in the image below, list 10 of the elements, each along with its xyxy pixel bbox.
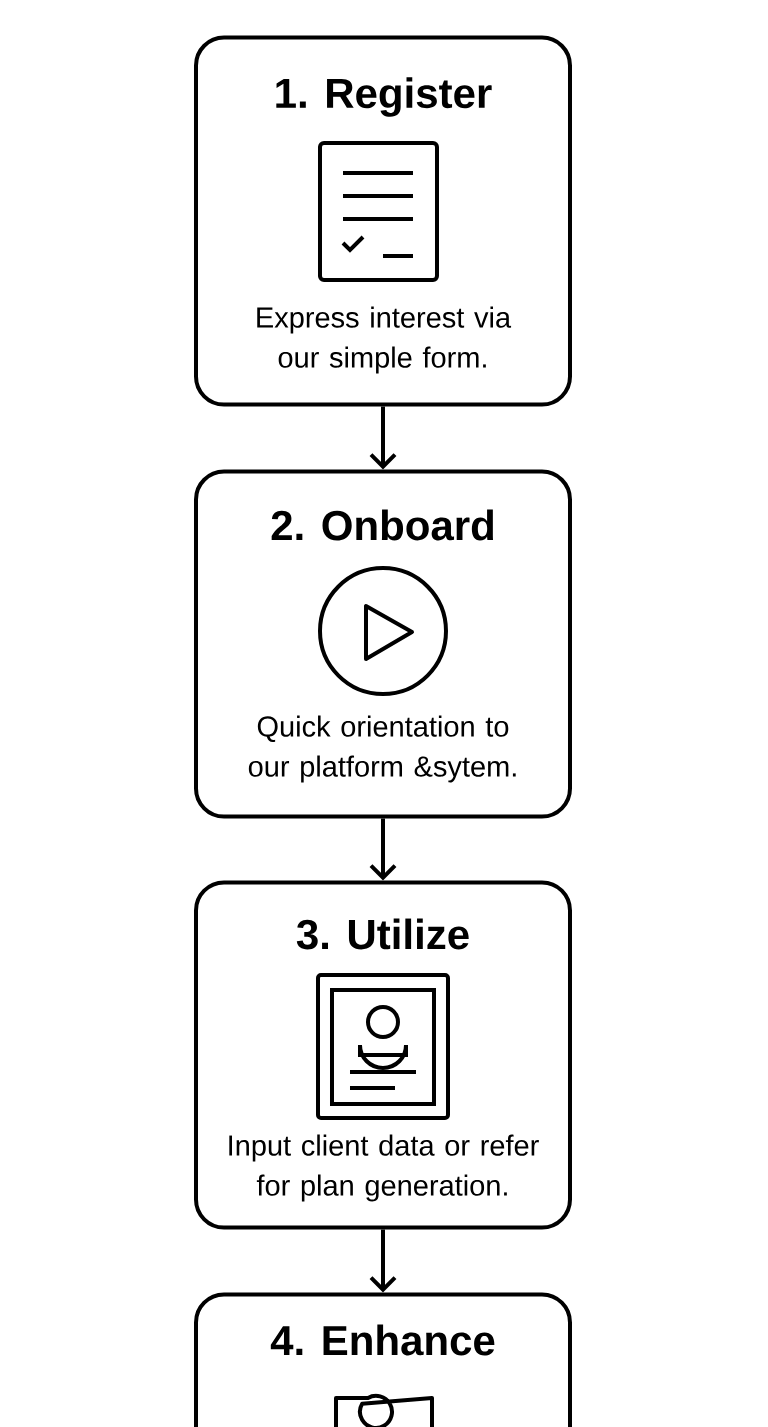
step-title: 3. Utilize	[296, 918, 469, 950]
step-description: Input client data or refer for plan generation.	[229, 1134, 539, 1202]
step-title: 1. Register	[276, 77, 492, 117]
step-description: Express interest via our simple form.	[257, 306, 512, 374]
step-title: 4. Enhance	[270, 1324, 495, 1356]
step-description: Quick orientation to our platform &sytem.	[248, 715, 516, 783]
arrow	[369, 406, 397, 470]
arrow	[369, 1229, 397, 1293]
step-title: 2. Onboard	[271, 509, 493, 541]
arrow	[369, 818, 397, 881]
